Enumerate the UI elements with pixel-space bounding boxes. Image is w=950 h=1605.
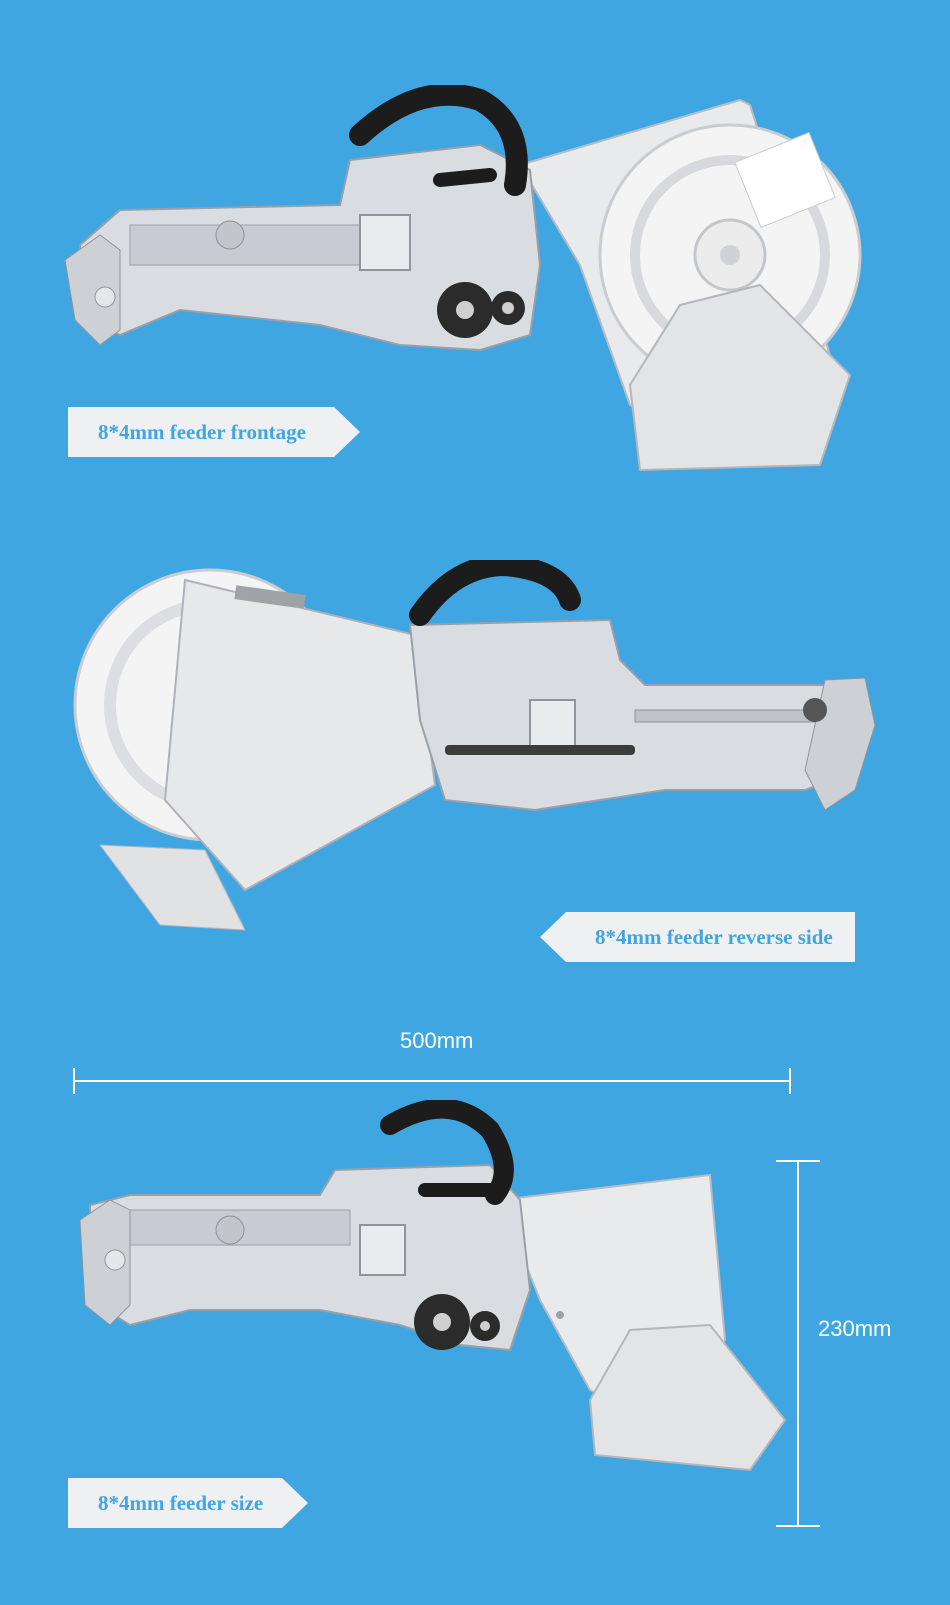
label-frontage: 8*4mm feeder frontage [68, 407, 360, 457]
label-size-text: 8*4mm feeder size [98, 1490, 264, 1515]
label-frontage-text: 8*4mm feeder frontage [98, 419, 306, 444]
dimension-width-cap-right [789, 1068, 791, 1094]
label-reverse-text: 8*4mm feeder reverse side [595, 924, 833, 949]
dimension-width-line [73, 1080, 791, 1082]
feeder-frontage-image [64, 85, 862, 472]
label-reverse: 8*4mm feeder reverse side [540, 912, 855, 962]
dimension-width-text: 500mm [400, 1028, 474, 1053]
dimension-height-cap-bottom [776, 1525, 820, 1527]
feeder-size-image [79, 1100, 787, 1472]
dimension-height-line [797, 1160, 799, 1526]
dimension-height-text: 230mm [818, 1316, 892, 1341]
dimension-width-cap-left [73, 1068, 75, 1094]
feeder-reverse-image [73, 560, 876, 931]
label-size: 8*4mm feeder size [68, 1478, 308, 1528]
